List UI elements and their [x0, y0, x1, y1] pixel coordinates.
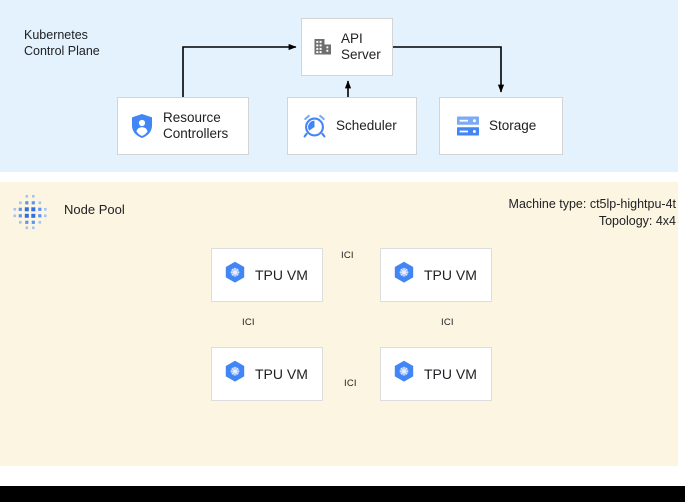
node-box-resource-controllers[interactable]: Resource Controllers — [117, 97, 249, 155]
kubernetes-hex-icon — [393, 261, 415, 289]
kubernetes-hex-icon — [224, 261, 246, 289]
machine-type-text: Machine type: ct5lp-hightpu-4t — [508, 197, 676, 211]
topology-text: Topology: 4x4 — [598, 214, 676, 228]
tpu-vm-box[interactable]: TPU VM — [380, 347, 492, 401]
tpu-vm-box[interactable]: TPU VM — [380, 248, 492, 302]
building-icon — [313, 37, 333, 57]
tpu-vm-box[interactable]: TPU VM — [211, 248, 323, 302]
ici-link-label: ICI — [441, 317, 454, 328]
bottom-bar — [0, 486, 685, 502]
ici-link-label: ICI — [242, 317, 255, 328]
node-box-storage[interactable]: Storage — [439, 97, 563, 155]
tpu-vm-label: TPU VM — [255, 366, 308, 382]
node-label-storage: Storage — [489, 118, 537, 133]
dot-grid-icon — [13, 194, 53, 236]
ici-link-label: ICI — [344, 378, 357, 389]
node-label-resource-controllers: Resource Controllers — [163, 110, 229, 141]
ici-link-label: ICI — [341, 250, 354, 261]
shield-user-icon — [130, 113, 154, 139]
node-label-scheduler: Scheduler — [336, 118, 397, 133]
kubernetes-hex-icon — [393, 360, 415, 388]
storage-rack-icon — [456, 115, 480, 137]
control-plane-label: Kubernetes Control Plane — [24, 28, 100, 58]
alarm-clock-icon — [302, 114, 327, 139]
node-box-scheduler[interactable]: Scheduler — [287, 97, 417, 155]
node-box-api-server[interactable]: API Server — [301, 18, 393, 76]
machine-metadata: Machine type: ct5lp-hightpu-4t Topology:… — [509, 196, 676, 230]
node-label-api-server: API Server — [341, 31, 381, 62]
node-pool-label: Node Pool — [64, 202, 125, 217]
node-pool-panel — [0, 182, 678, 466]
tpu-vm-box[interactable]: TPU VM — [211, 347, 323, 401]
kubernetes-hex-icon — [224, 360, 246, 388]
tpu-vm-label: TPU VM — [424, 366, 477, 382]
tpu-vm-label: TPU VM — [424, 267, 477, 283]
tpu-vm-label: TPU VM — [255, 267, 308, 283]
